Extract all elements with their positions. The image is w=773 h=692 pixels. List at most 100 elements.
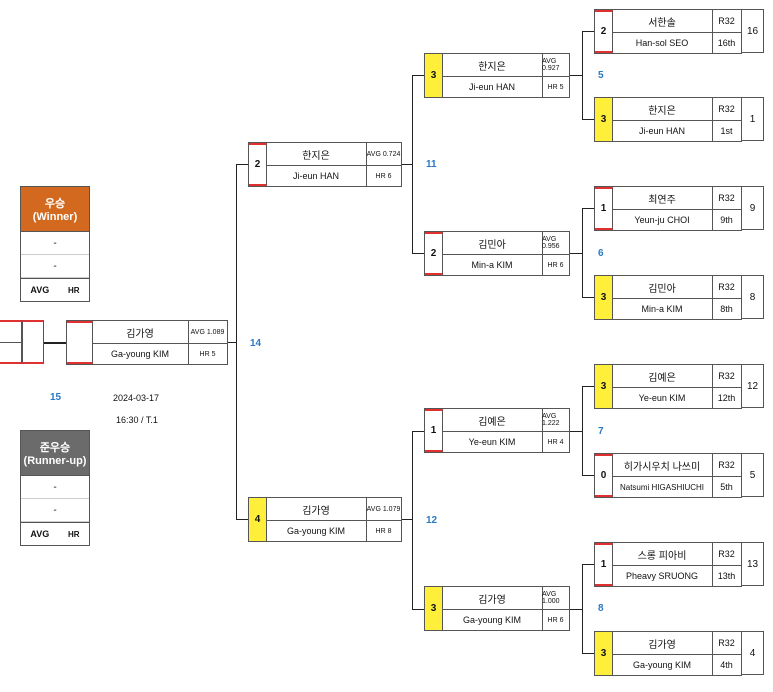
avg-stat: AVG 0.724 [366,143,401,166]
score: 2 [425,232,443,275]
score [67,321,93,364]
player-name-en: Min-a KIM [442,254,543,276]
player-name-en: Ga-young KIM [442,609,543,631]
score: 1 [425,409,443,452]
hr-stat: HR 5 [547,83,564,91]
runnerup-title-en: (Runner-up) [23,455,87,467]
final-rank: 9 [742,186,764,230]
round-label: R32 [712,365,741,388]
player-name-en: Ji-eun HAN [442,76,543,98]
connector [44,342,66,344]
score: 2 [595,10,613,53]
score: 3 [595,365,613,408]
seed-place: 12th [717,393,736,403]
runnerup-header: 준우승 (Runner-up) [21,431,89,476]
player-name-ko: 김가영 [442,587,543,610]
connector [412,75,424,76]
r32-player-box[interactable]: 3 김민아 Min-a KIM R32 8th [594,275,742,320]
player-name-en: Ji-eun HAN [612,120,713,142]
player-name-ko: 히가시우치 나쓰미 [612,454,713,477]
connector [582,31,594,32]
final-rank: 4 [742,631,764,675]
score: 1 [595,543,613,586]
final-rank: 16 [742,9,764,53]
match-number-14: 14 [250,338,262,349]
score: 2 [249,143,267,186]
hr-stat: HR 5 [199,350,216,358]
r16-player-box[interactable]: 1 김예은 Ye-eun KIM AVG 1.222 HR 4 [424,408,570,453]
winner-box: 우승 (Winner) - - AVG HR [20,186,90,302]
r16-player-box[interactable]: 3 김가영 Ga-young KIM AVG 1.000 HR 6 [424,586,570,631]
player-name-ko: 스롱 피아비 [612,543,713,566]
final-rank: 12 [742,364,764,408]
hr-stat: HR 6 [547,261,564,269]
match-number-7: 7 [598,426,604,437]
player-name-ko: 한지은 [442,54,543,77]
player-name-en: Ga-young KIM [612,654,713,676]
connector [582,208,594,209]
seed-place: 13th [717,571,736,581]
match-number-15: 15 [50,392,62,403]
round-label: R32 [712,10,741,33]
score: 3 [425,54,443,97]
connector [582,31,583,120]
player-name-en: Pheavy SRUONG [612,565,713,587]
winner-hr-label: HR [68,285,80,295]
seed-place: 8th [720,304,733,314]
winner-line2: - [21,255,89,278]
connector [412,431,424,432]
player-name-ko: 김가영 [612,632,713,655]
r32-player-box[interactable]: 1 최연주 Yeun-ju CHOI R32 9th [594,186,742,231]
round-label: R32 [712,454,741,477]
match-number-8: 8 [598,603,604,614]
winner-avg-label: AVG [30,285,50,295]
avg-stat: AVG 0.956 [542,232,569,255]
score: 1 [595,187,613,230]
player-name-ko: 최연주 [612,187,713,210]
hr-stat: HR 6 [375,172,392,180]
connector [582,208,583,298]
round-label: R32 [712,632,741,655]
r32-player-box[interactable]: 2 서한솔 Han-sol SEO R32 16th [594,9,742,54]
match-number-5: 5 [598,70,604,81]
final-time: 16:30 / T.1 [116,415,158,425]
player-name-ko: 김예은 [612,365,713,388]
r32-player-box[interactable]: 0 히가시우치 나쓰미 Natsumi HIGASHIUCHI R32 5th [594,453,742,498]
seed-place: 5th [720,482,733,492]
round-label: R32 [712,187,741,210]
runnerup-title-ko: 준우승 [39,442,71,454]
connector [412,75,413,254]
player-name-en: Ji-eun HAN [266,165,367,187]
connector [570,609,582,610]
qf-player-box[interactable]: 4 김가영 Ga-young KIM AVG 1.079 HR 8 [248,497,402,542]
sf-player-box[interactable]: 김가영 Ga-young KIM AVG 1.089 HR 5 [66,320,228,365]
score: 3 [595,276,613,319]
final-date: 2024-03-17 [113,393,160,403]
player-name-en: Ga-young KIM [266,520,367,542]
r32-player-box[interactable]: 1 스롱 피아비 Pheavy SRUONG R32 13th [594,542,742,587]
score: 3 [595,632,613,675]
final-rank: 1 [742,97,764,141]
score: 0 [595,454,613,497]
r32-player-box[interactable]: 3 김가영 Ga-young KIM R32 4th [594,631,742,676]
r32-player-box[interactable]: 3 김예은 Ye-eun KIM R32 12th [594,364,742,409]
avg-stat: AVG 0.927 [542,54,569,77]
avg-stat: AVG 1.222 [542,409,569,432]
match-number-6: 6 [598,248,604,259]
connector [236,519,248,520]
connector [570,431,582,432]
player-name-ko: 김예은 [442,409,543,432]
runnerup-avg-label: AVG [30,529,50,539]
player-name-ko: 한지은 [266,143,367,166]
r32-player-box[interactable]: 3 한지은 Ji-eun HAN R32 1st [594,97,742,142]
r16-player-box[interactable]: 3 한지은 Ji-eun HAN AVG 0.927 HR 5 [424,53,570,98]
connector [582,297,594,298]
winner-header: 우승 (Winner) [21,187,89,232]
round-label: R32 [712,276,741,299]
r16-player-box[interactable]: 2 김민아 Min-a KIM AVG 0.956 HR 6 [424,231,570,276]
connector [582,653,594,654]
qf-player-box[interactable]: 2 한지은 Ji-eun HAN AVG 0.724 HR 6 [248,142,402,187]
connector [236,164,237,520]
hr-stat: HR 8 [375,527,392,535]
seed-place: 4th [720,660,733,670]
